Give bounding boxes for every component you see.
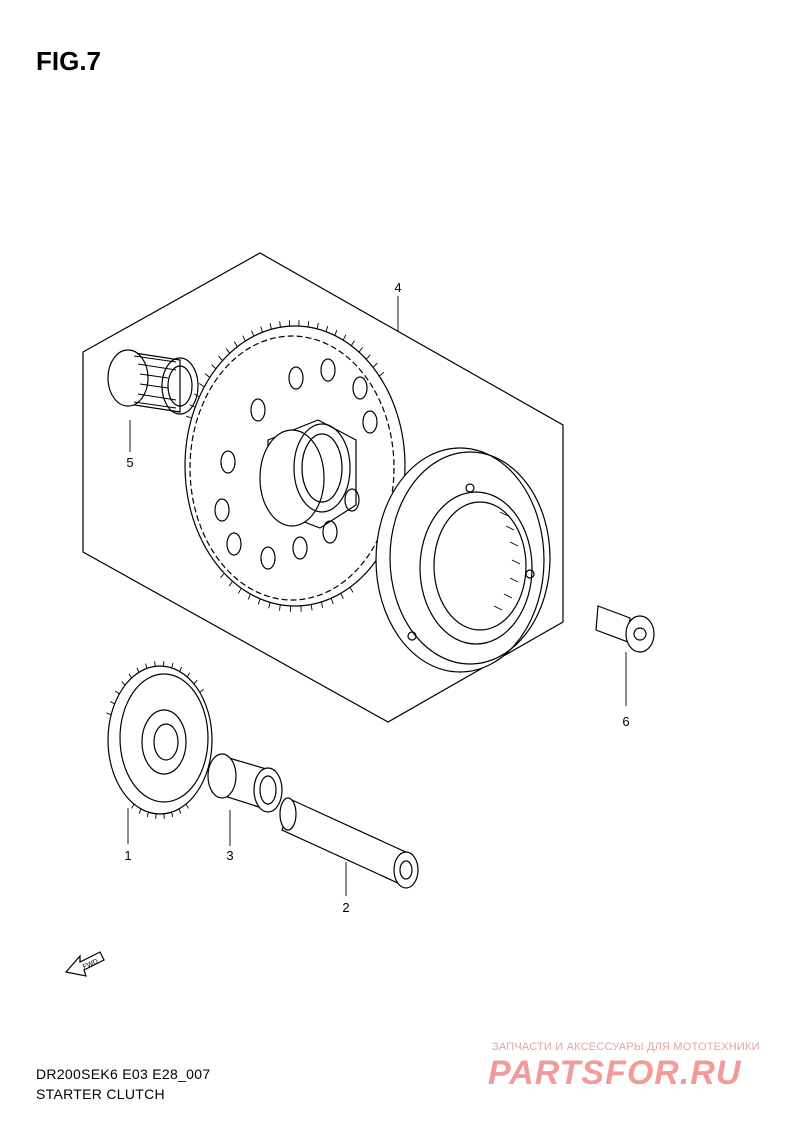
gear-tooth [358,347,363,353]
gear-tooth [269,323,272,330]
gear-tooth [330,598,334,605]
gear-tooth [204,373,211,378]
gear-tooth [378,371,385,377]
gear-tooth [372,362,378,368]
gear-tooth [220,572,225,579]
part-5-needle-bearing [107,349,199,452]
gear-tooth [193,679,198,685]
watermark-tagline: ЗАПЧАСТИ И АКСЕССУАРЫ ДЛЯ МОТОТЕХНИКИ [492,1041,760,1053]
figure-code: DR200SEK6 E03 E28_007 [36,1066,211,1082]
gear-tooth [349,587,354,593]
gear-tooth [138,808,142,814]
part-6-bolt [595,605,655,706]
callout-6: 6 [622,714,630,729]
gear-tooth [310,604,313,611]
callout-4: 4 [394,280,402,295]
part-1-idle-gear [107,665,213,844]
gear-tooth [325,325,329,332]
part-2-shaft [279,797,419,896]
gear-tooth [146,812,149,818]
gear-tooth [189,404,196,408]
gear-tooth [237,587,242,594]
gear-tooth [251,330,255,337]
gear-tooth [260,326,263,333]
gear-tooth [131,803,135,809]
gear-tooth [257,598,261,605]
gear-tooth [247,593,251,600]
gear-tooth [242,335,246,342]
gear-tooth [350,340,355,346]
gear-tooth [121,681,126,686]
gear-tooth [171,812,174,818]
callout-1: 1 [124,848,132,863]
gear-tooth [179,666,183,672]
part-1-gear-teeth-lower [131,803,189,819]
gear-tooth [279,604,281,611]
part-4-gear-teeth-lower [220,572,354,612]
part-1-gear-teeth [106,661,204,716]
callout-2: 2 [342,900,350,915]
gear-tooth [193,393,200,398]
gear-tooth [340,593,344,599]
gear-tooth [115,690,120,695]
gear-tooth [316,322,319,329]
gear-tooth [110,701,115,705]
gear-tooth [268,602,271,609]
gear-tooth [225,348,231,354]
gear-tooth [171,662,174,669]
gear-tooth [178,808,182,814]
gear-tooth [106,712,112,716]
gear-tooth [365,354,371,360]
gear-tooth [342,334,347,341]
gear-tooth [145,663,148,669]
callout-5: 5 [126,455,134,470]
gear-tooth [199,688,204,693]
gear-tooth [320,601,324,608]
gear-tooth [233,341,238,347]
part-4-starter-driven-gear [184,296,406,607]
forward-arrow-icon: FWD [64,951,105,977]
figure-name: STARTER CLUTCH [36,1086,165,1102]
gear-tooth [279,321,281,328]
gear-tooth [199,383,205,388]
assembly-outline [82,252,564,723]
gear-tooth [211,364,217,370]
gear-tooth [136,667,140,673]
gear-tooth [186,672,191,678]
gear-tooth [334,329,338,336]
gear-tooth [228,580,233,587]
gear-tooth [185,803,189,809]
watermark-logo: PARTSFOR.RU [488,1054,742,1092]
gear-tooth [307,320,310,328]
figure-title: FIG.7 [36,46,102,76]
part-4-gear-teeth [185,320,385,419]
one-way-clutch-assembly [375,447,551,673]
part-3-bushing [207,753,283,846]
gear-tooth [185,415,192,419]
gear-tooth [128,673,132,679]
callout-3: 3 [226,848,234,863]
gear-tooth [218,355,223,361]
